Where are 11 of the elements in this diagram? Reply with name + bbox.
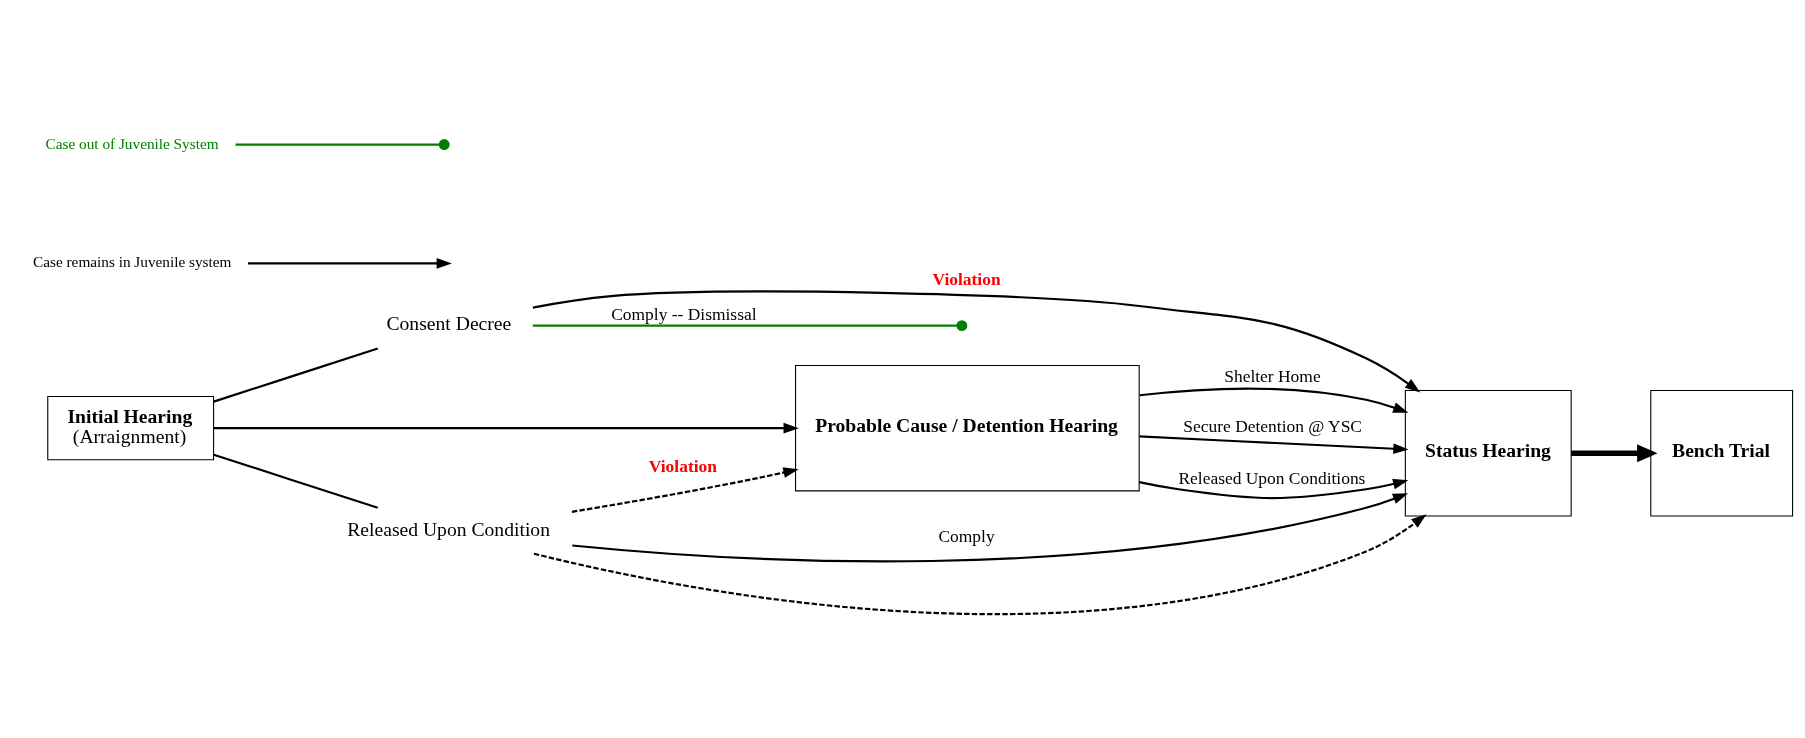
edge-label: Violation <box>931 268 1001 289</box>
legend-label: Case out of Juvenile System <box>45 134 219 152</box>
node-text: Consent Decree <box>385 312 511 334</box>
node-text: Released Upon Condition <box>346 518 550 540</box>
edge-label: Secure Detention @ YSC <box>1182 415 1362 436</box>
edge-label: Comply -- Dismissal <box>610 303 757 324</box>
legend-label: Case remains in Juvenile system <box>32 252 231 270</box>
edge-label: Shelter Home <box>1223 365 1321 386</box>
edge-label: Released Upon Conditions <box>1177 467 1365 488</box>
edge-label: Comply <box>937 525 995 546</box>
edge-label: Violation <box>648 455 717 476</box>
